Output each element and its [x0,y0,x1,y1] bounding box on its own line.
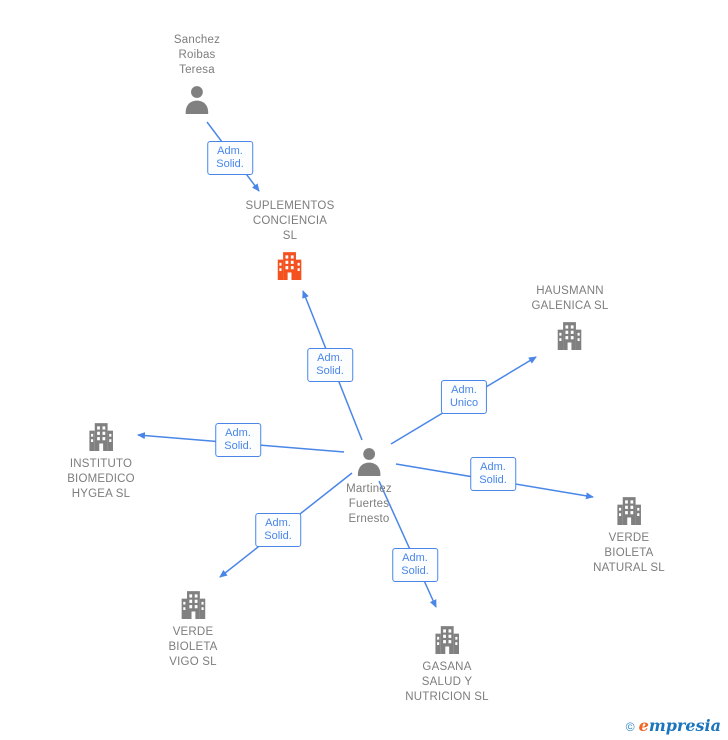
edge-arrow-7 [378,480,437,608]
brand-rest: mpresia [648,716,721,735]
person-name: Martinez Fuertes Ernesto [346,483,392,525]
person-icon [354,446,384,476]
building-icon [86,421,116,451]
copyright-symbol: © [625,720,635,734]
company-name: HAUSMANN GALENICA SL [531,285,609,312]
person-name: Sanchez Roibas Teresa [173,34,221,76]
building-icon [178,589,208,619]
node-company-hausmann-galenica: HAUSMANN GALENICA SL [532,284,609,350]
edge-label-2: Adm. Solid. [307,348,353,382]
building-icon [614,495,644,525]
edge-label-7: Adm. Solid. [392,548,438,582]
empresia-logo: empresia [639,716,721,735]
edge-label-4: Adm. Solid. [215,423,261,457]
person-icon [182,84,212,114]
node-company-verde-bioleta-vigo: VERDE BIOLETA VIGO SL [168,589,217,670]
company-name: SUPLEMENTOS CONCIENCIA SL [245,200,335,242]
edge-label-1: Adm. Solid. [207,141,253,175]
building-icon [432,624,462,654]
node-person-martinez: Martinez Fuertes Ernesto [346,446,392,527]
building-icon [555,320,585,350]
edge-label-6: Adm. Solid. [255,513,301,547]
node-company-instituto-biomedico: INSTITUTO BIOMEDICO HYGEA SL [67,421,135,502]
node-company-gasana-salud: GASANA SALUD Y NUTRICION SL [405,624,489,705]
company-name: VERDE BIOLETA NATURAL SL [593,532,665,574]
edge-label-3: Adm. Unico [440,380,488,414]
brand-footer: © empresia [626,716,721,735]
edge-label-5: Adm. Solid. [470,457,516,491]
brand-initial: e [638,716,649,735]
company-name: VERDE BIOLETA VIGO SL [168,626,218,668]
company-name: INSTITUTO BIOMEDICO HYGEA SL [67,458,135,500]
building-icon-highlighted [275,250,305,280]
node-person-sanchez: Sanchez Roibas Teresa [174,33,220,114]
node-company-verde-bioleta-natural: VERDE BIOLETA NATURAL SL [593,495,665,576]
node-company-suplementos-conciencia: SUPLEMENTOS CONCIENCIA SL [246,199,335,280]
company-name: GASANA SALUD Y NUTRICION SL [405,661,489,703]
